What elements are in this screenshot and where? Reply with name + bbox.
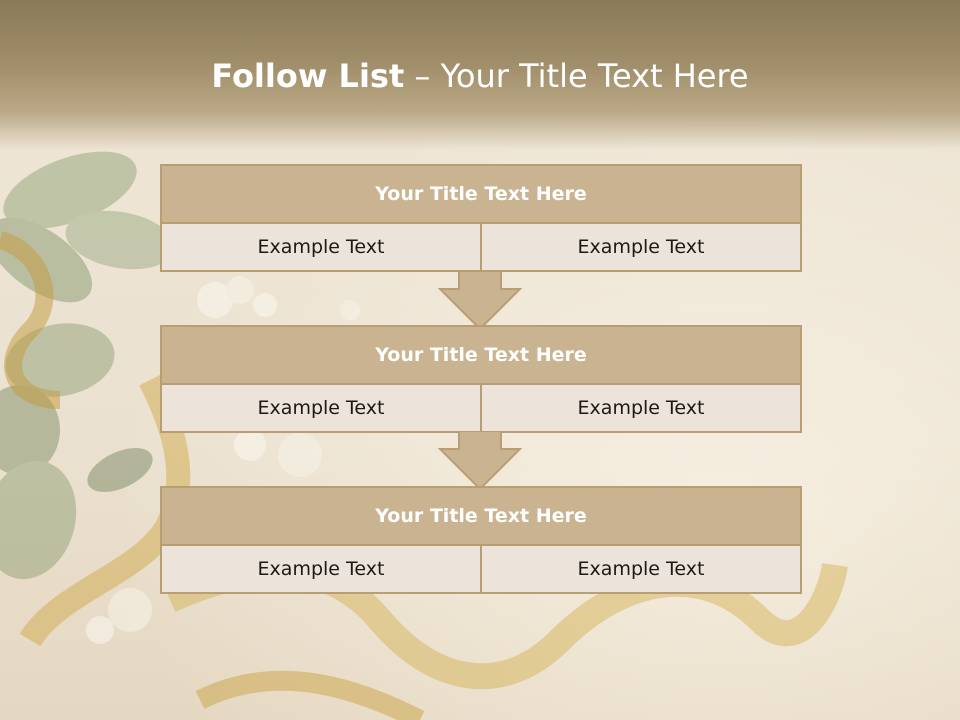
step-cell-left: Example Text bbox=[162, 546, 480, 592]
slide-title: Follow List – Your Title Text Here bbox=[0, 52, 960, 100]
step-row: Example Text Example Text bbox=[162, 224, 800, 270]
flower-decoration bbox=[86, 276, 360, 644]
step-cell-right: Example Text bbox=[480, 546, 800, 592]
down-arrow-icon bbox=[438, 271, 522, 331]
step-row: Example Text Example Text bbox=[162, 546, 800, 592]
title-separator: – bbox=[404, 57, 441, 95]
leaf-decoration bbox=[0, 151, 175, 580]
title-main: Follow List bbox=[211, 57, 405, 95]
step-cell-left: Example Text bbox=[162, 224, 480, 270]
step-title: Your Title Text Here bbox=[162, 327, 800, 385]
step-box-1: Your Title Text Here Example Text Exampl… bbox=[160, 164, 802, 272]
step-cell-left: Example Text bbox=[162, 385, 480, 431]
step-title: Your Title Text Here bbox=[162, 166, 800, 224]
step-cell-right: Example Text bbox=[480, 224, 800, 270]
step-title: Your Title Text Here bbox=[162, 488, 800, 546]
header-band bbox=[0, 0, 960, 150]
title-subtitle: Your Title Text Here bbox=[440, 57, 749, 95]
step-box-2: Your Title Text Here Example Text Exampl… bbox=[160, 325, 802, 433]
step-cell-right: Example Text bbox=[480, 385, 800, 431]
step-row: Example Text Example Text bbox=[162, 385, 800, 431]
step-box-3: Your Title Text Here Example Text Exampl… bbox=[160, 486, 802, 594]
down-arrow-icon bbox=[438, 431, 522, 491]
